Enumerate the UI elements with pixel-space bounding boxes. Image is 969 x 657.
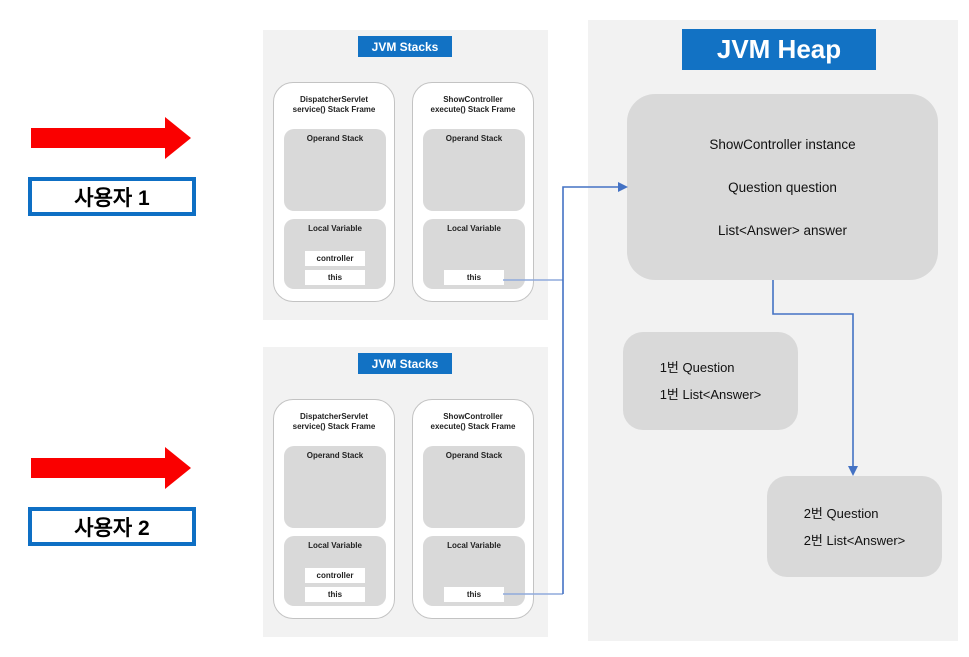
- showcontroller-stack-frame: ShowController execute() Stack Frame Ope…: [412, 399, 534, 619]
- operand-stack-box: Operand Stack: [284, 129, 386, 211]
- local-variable-slots: this: [444, 270, 504, 285]
- slot-this: this: [444, 270, 504, 285]
- slot-controller: controller: [305, 568, 365, 583]
- stack-frame-title: ShowController execute() Stack Frame: [430, 95, 516, 114]
- user2-flow-arrow-icon: [31, 447, 191, 489]
- local-variable-slots: controller this: [305, 251, 365, 285]
- jvm-stacks-panel-user1: JVM Stacks DispatcherServlet service() S…: [263, 30, 548, 320]
- local-variable-box: Local Variable this: [423, 536, 525, 606]
- instance-line-3: List<Answer> answer: [717, 222, 848, 238]
- jvm-stacks-title: JVM Stacks: [358, 36, 452, 57]
- slot-controller: controller: [305, 251, 365, 266]
- user1-label: 사용자 1: [28, 177, 196, 216]
- dispatcherservlet-stack-frame: DispatcherServlet service() Stack Frame …: [273, 82, 395, 302]
- local-variable-box: Local Variable this: [423, 219, 525, 289]
- user1-flow-arrow-icon: [31, 117, 191, 159]
- jvm-heap-panel: JVM Heap ShowController instance Questio…: [588, 20, 958, 641]
- question1-text: 1번 Question 1번 List<Answer>: [659, 360, 762, 402]
- stack-frame-title: DispatcherServlet service() Stack Frame: [292, 95, 376, 114]
- jvm-stacks-title: JVM Stacks: [358, 353, 452, 374]
- slot-this: this: [305, 270, 365, 285]
- stack-frame-title: DispatcherServlet service() Stack Frame: [292, 412, 376, 431]
- user2-label: 사용자 2: [28, 507, 196, 546]
- instance-line-1: ShowController instance: [709, 136, 856, 152]
- question2-text: 2번 Question 2번 List<Answer>: [803, 505, 906, 548]
- slot-this: this: [305, 587, 365, 602]
- showcontroller-stack-frame: ShowController execute() Stack Frame Ope…: [412, 82, 534, 302]
- slot-this: this: [444, 587, 504, 602]
- instance-line-2: Question question: [728, 179, 837, 195]
- local-variable-box: Local Variable controller this: [284, 536, 386, 606]
- user2-label-text: 사용자 2: [74, 516, 150, 540]
- dispatcherservlet-stack-frame: DispatcherServlet service() Stack Frame …: [273, 399, 395, 619]
- operand-stack-box: Operand Stack: [423, 129, 525, 211]
- operand-stack-box: Operand Stack: [284, 446, 386, 528]
- jvm-stacks-panel-user2: JVM Stacks DispatcherServlet service() S…: [263, 347, 548, 637]
- question1-object-box: 1번 Question 1번 List<Answer>: [623, 332, 798, 430]
- local-variable-box: Local Variable controller this: [284, 219, 386, 289]
- local-variable-slots: controller this: [305, 568, 365, 602]
- stack-frame-title: ShowController execute() Stack Frame: [430, 412, 516, 431]
- local-variable-slots: this: [444, 587, 504, 602]
- operand-stack-box: Operand Stack: [423, 446, 525, 528]
- showcontroller-instance-box: ShowController instance Question questio…: [627, 94, 938, 280]
- user1-label-text: 사용자 1: [74, 186, 150, 210]
- question2-object-box: 2번 Question 2번 List<Answer>: [767, 476, 942, 577]
- jvm-heap-title: JVM Heap: [682, 29, 876, 70]
